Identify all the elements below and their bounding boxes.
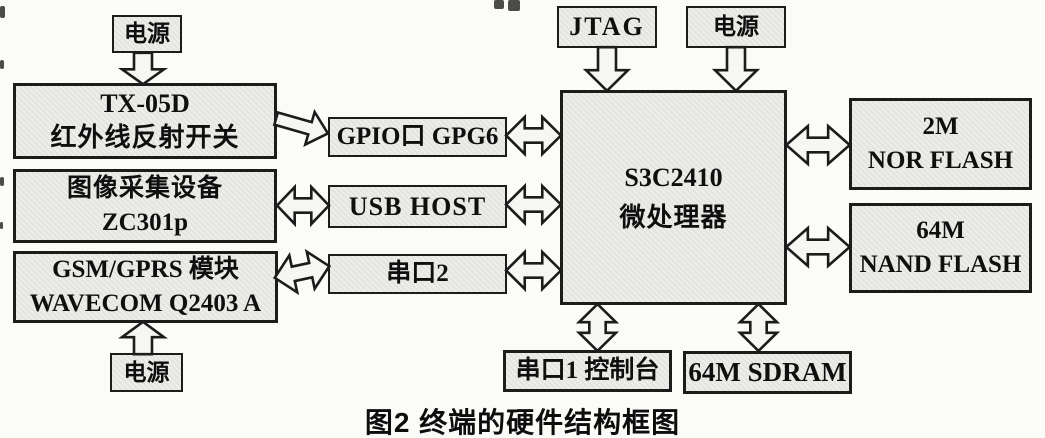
arrow-power-to-tx05d: [121, 52, 165, 85]
scan-speck: [0, 222, 3, 229]
arrow-gsm-serial2: [269, 245, 334, 298]
node-serial1-console-label: 串口1 控制台: [515, 356, 660, 384]
node-gsm-gprs-module: GSM/GPRS 模块 WAVECOM Q2403 A: [13, 251, 278, 323]
node-usb-host: USB HOST: [328, 185, 507, 228]
node-tx05d-line2: 红外线反射开关: [50, 123, 240, 152]
node-jtag-label: JTAG: [569, 12, 645, 42]
node-nor-line2: NOR FLASH: [867, 147, 1014, 174]
node-tx05d-line1: TX-05D: [100, 89, 190, 118]
node-serial2-label: 串口2: [386, 259, 449, 287]
node-power-top-right: 电源: [686, 6, 786, 48]
node-usb-host-label: USB HOST: [348, 191, 487, 221]
arrow-serial2-cpu: [505, 250, 562, 291]
node-nand-flash: 64M NAND FLASH: [849, 203, 1032, 293]
arrow-jtag-to-cpu: [585, 46, 629, 92]
scan-speck: [494, 0, 504, 9]
node-nor-flash: 2M NOR FLASH: [849, 98, 1032, 190]
node-power-top-left: 电源: [112, 15, 182, 53]
node-camera-line2: ZC301p: [101, 209, 189, 236]
arrow-gpio-cpu: [505, 115, 562, 156]
node-camera-line1: 图像采集设备: [66, 175, 223, 202]
arrow-power-to-cpu: [714, 46, 758, 92]
node-power-bottom-left: 电源: [110, 353, 183, 392]
arrow-camera-usb-host: [276, 185, 330, 226]
node-power-bottom-left-label: 电源: [123, 359, 170, 385]
node-cpu-line2: 微处理器: [619, 202, 728, 232]
node-serial1-console: 串口1 控制台: [503, 350, 672, 392]
arrow-usb-host-cpu: [505, 184, 562, 225]
node-power-top-left-label: 电源: [124, 21, 170, 47]
node-image-capture-device: 图像采集设备 ZC301p: [13, 169, 277, 243]
arrow-cpu-nor-flash: [785, 124, 851, 166]
node-nand-line1: 64M: [916, 217, 965, 244]
node-s3c2410-cpu: S3C2410 微处理器: [560, 90, 787, 305]
arrow-cpu-serial1-console: [577, 303, 618, 352]
node-nor-line1: 2M: [922, 113, 959, 140]
node-tx05d-infrared-switch: TX-05D 红外线反射开关: [13, 83, 277, 159]
node-gsm-line1: GSM/GPRS 模块: [52, 256, 239, 283]
scan-speck: [0, 177, 4, 186]
node-gpio-label: GPIO口 GPG6: [336, 122, 499, 150]
node-sdram: 64M SDRAM: [683, 351, 852, 394]
arrow-cpu-sdram: [738, 303, 779, 352]
scan-speck: [0, 60, 4, 69]
node-cpu-line1: S3C2410: [624, 162, 723, 192]
node-sdram-label: 64M SDRAM: [688, 356, 847, 387]
figure-caption: 图2 终端的硬件结构框图: [364, 407, 681, 438]
scan-speck: [0, 6, 5, 18]
arrow-tx05d-to-gpio: [270, 101, 334, 151]
arrow-cpu-nand-flash: [785, 226, 851, 268]
scan-speck: [508, 0, 520, 11]
node-jtag: JTAG: [557, 6, 657, 48]
node-power-top-right-label: 电源: [713, 14, 759, 40]
node-serial2: 串口2: [328, 254, 507, 294]
node-gsm-line2: WAVECOM Q2403 A: [29, 290, 262, 317]
arrow-power-to-gsm: [121, 321, 165, 355]
node-nand-line2: NAND FLASH: [859, 251, 1022, 278]
node-gpio-port: GPIO口 GPG6: [328, 117, 507, 157]
